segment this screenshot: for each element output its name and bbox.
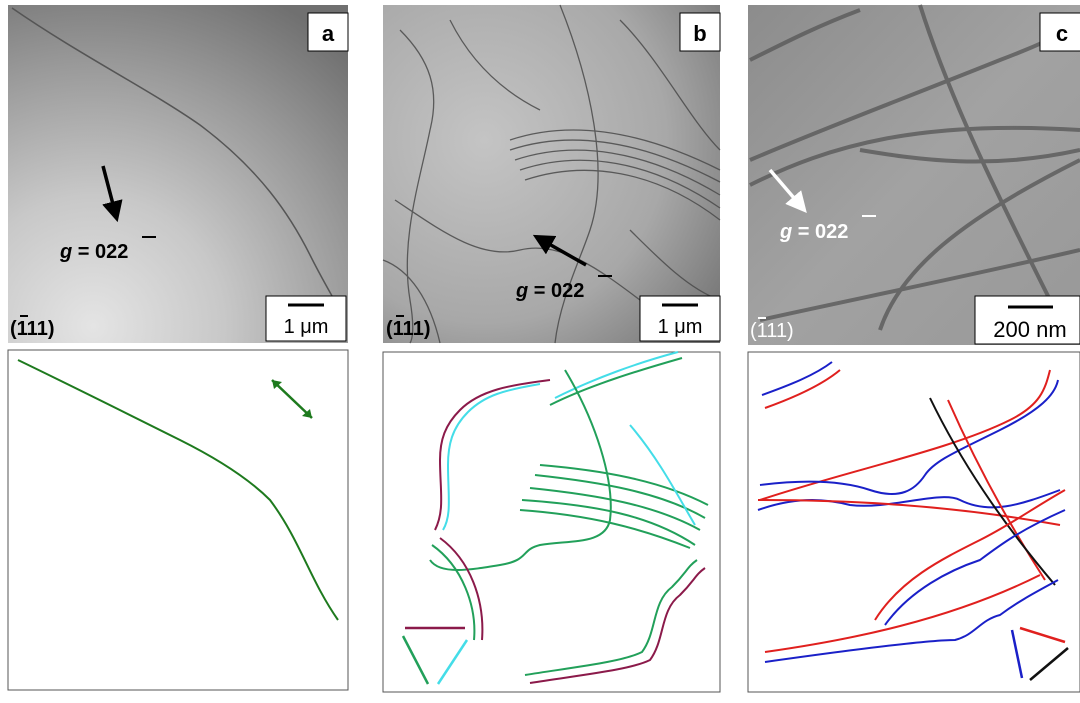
scale-label: 200 nm [993, 317, 1066, 342]
plane-label: (111) [750, 320, 794, 342]
schematic-c [747, 351, 1080, 693]
scale-bar-box [974, 295, 1080, 345]
burgers-vector-arrow [436, 639, 469, 685]
panel-label-box [307, 12, 349, 52]
g-vector-arrow [532, 234, 587, 267]
burgers-vector-arrow [1029, 647, 1069, 681]
panel-letter: a [322, 21, 335, 46]
schematic-a [7, 349, 349, 691]
panel-label-box [679, 12, 721, 52]
scale-label: 1 μm [658, 316, 703, 338]
g-vector-label: g = 022 [779, 221, 848, 243]
plane-label: (111) [10, 318, 54, 340]
micrograph-c: c g = 022 (111) 200 nm [748, 4, 1080, 345]
scale-label: 1 μm [284, 316, 329, 338]
g-vector-label: g = 022 [59, 241, 128, 263]
dislocation-trace [17, 359, 339, 621]
dislocation-line [11, 7, 346, 321]
micrograph-b: b g = 022 (111) 1 μm [382, 4, 721, 344]
plane-label: (111) [386, 318, 430, 340]
panel-letter: b [693, 21, 706, 46]
burgers-vector-arrow [271, 379, 313, 419]
g-vector-label: g = 022 [515, 280, 584, 302]
burgers-vector-arrow [1019, 626, 1066, 644]
schematic-b [382, 351, 721, 693]
panel-label-box [1039, 12, 1080, 52]
panel-letter: c [1056, 21, 1068, 46]
burgers-vector-arrow [1010, 629, 1024, 679]
micrograph-a: a g = 022 (111) 1 μm [8, 5, 349, 343]
burgers-vector-arrow [401, 635, 430, 685]
g-vector-arrow [768, 168, 807, 213]
g-vector-arrow [101, 165, 123, 223]
